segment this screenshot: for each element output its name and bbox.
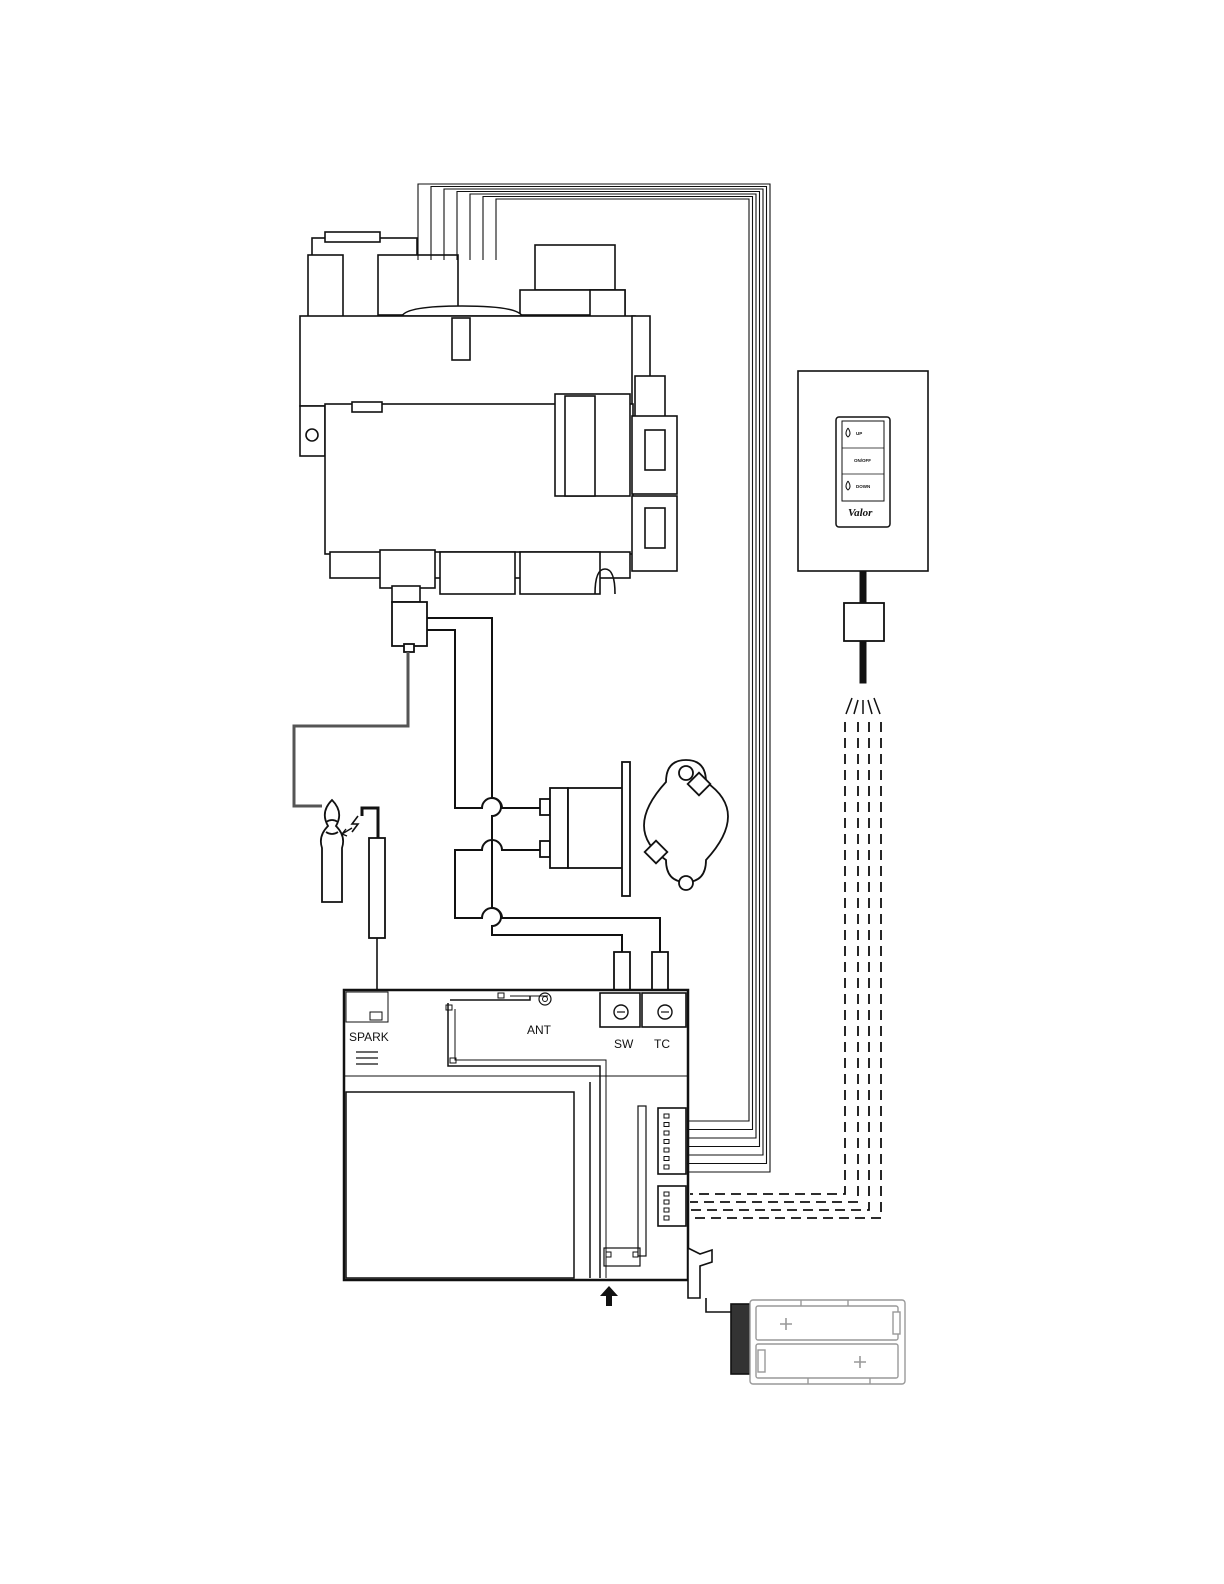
- pilot-assembly: [321, 800, 385, 1012]
- control-module: [344, 990, 688, 1280]
- tc-adapter: [392, 602, 427, 652]
- wall-switch-brand: Valor: [848, 507, 873, 519]
- tc-label: TC: [654, 1037, 670, 1051]
- wall-switch-cable: [844, 571, 884, 714]
- wall-switch-up-label: UP: [856, 431, 862, 436]
- wall-switch: [798, 371, 928, 571]
- ant-label: ANT: [527, 1023, 552, 1037]
- battery-pack: [750, 1300, 905, 1384]
- wall-switch-down-label: DOWN: [856, 484, 870, 489]
- sw-label: SW: [614, 1037, 634, 1051]
- pilot-wire: [294, 652, 408, 806]
- thermo-switch: [540, 760, 728, 896]
- wall-switch-onoff-label: ON/OFF: [854, 458, 871, 463]
- sw-tc-plugs: [614, 952, 668, 990]
- battery-connector: [688, 1248, 753, 1374]
- up-arrow-icon: [600, 1286, 618, 1306]
- gas-valve: [300, 232, 677, 602]
- spark-label: SPARK: [349, 1030, 389, 1044]
